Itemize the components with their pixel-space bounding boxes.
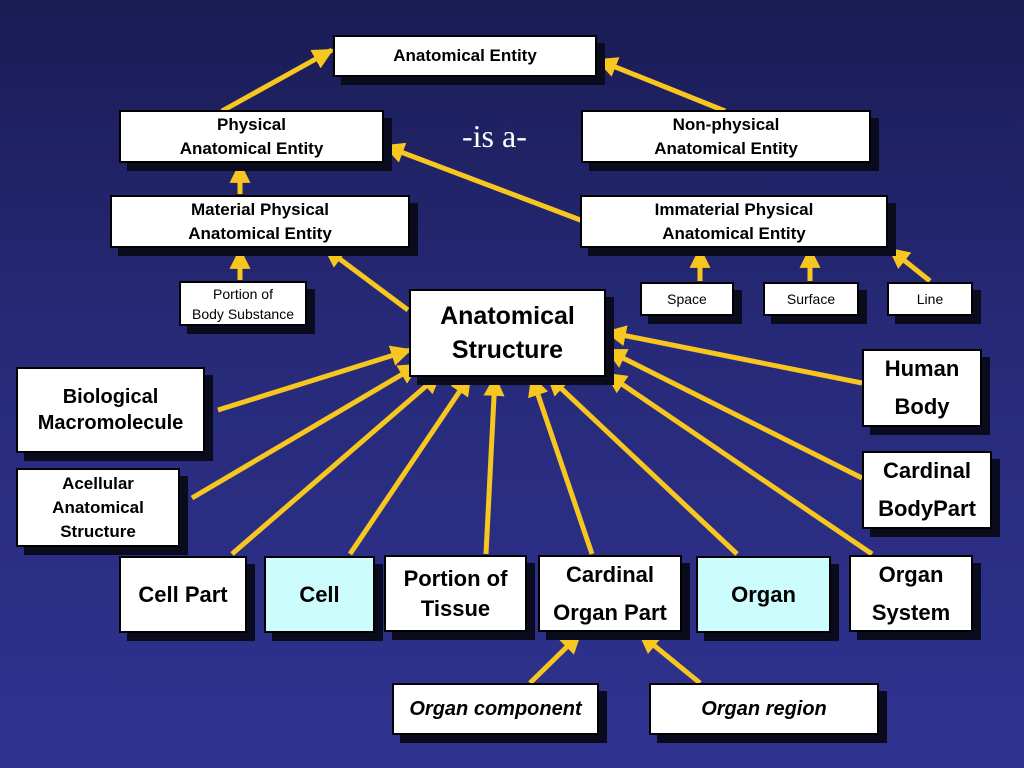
is-a-arrow-9 [888,247,932,283]
node-immaterial-physical-anatomical-entity: Immaterial Physical Anatomical Entity [580,195,888,248]
is-a-arrow-17 [528,375,595,555]
node-anatomical-structure: Anatomical Structure [409,289,606,377]
node-organ-component: Organ component [392,683,599,735]
node-cardinal-organ-part: Cardinal Organ Part [538,555,682,632]
is-a-arrow-20 [528,632,582,685]
node-non-physical-anatomical-entity: Non-physical Anatomical Entity [581,110,871,163]
is-a-arrow-19 [605,371,874,557]
is-a-label: -is a- [462,118,527,154]
is-a-arrow-2 [596,57,726,114]
is-a-arrow-13 [605,347,864,481]
node-space: Space [640,282,734,316]
is-a-arrow-16 [483,374,505,555]
is-a-arrow-21 [638,632,702,685]
node-organ: Organ [696,556,831,633]
node-cell-part: Cell Part [119,556,247,633]
node-human-body: Human Body [862,349,982,427]
node-anatomical-entity: Anatomical Entity [333,35,597,77]
node-surface: Surface [763,282,859,316]
is-a-arrow-15 [347,374,473,556]
node-line: Line [887,282,973,316]
node-biological-macromolecule: Biological Macromolecule [16,367,205,453]
is-a-arrow-1 [220,47,334,114]
node-organ-system: Organ System [849,555,973,632]
is-a-arrow-12 [604,325,863,386]
is-a-arrow-4 [383,142,584,224]
node-physical-anatomical-entity: Physical Anatomical Entity [119,110,384,163]
is-a-arrow-14 [230,372,442,556]
is-a-arrow-6 [323,245,410,313]
is-a-arrow-10 [217,345,413,413]
node-portion-of-body-substance: Portion of Body Substance [179,281,307,326]
is-a-arrow-11 [190,362,420,501]
node-material-physical-anatomical-entity: Material Physical Anatomical Entity [110,195,410,248]
node-cardinal-body-part: Cardinal BodyPart [862,451,992,529]
is-a-arrow-18 [546,374,739,556]
node-organ-region: Organ region [649,683,879,735]
node-portion-of-tissue: Portion of Tissue [384,555,527,632]
node-cell: Cell [264,556,375,633]
node-acellular-anatomical-structure: Acellular Anatomical Structure [16,468,180,547]
